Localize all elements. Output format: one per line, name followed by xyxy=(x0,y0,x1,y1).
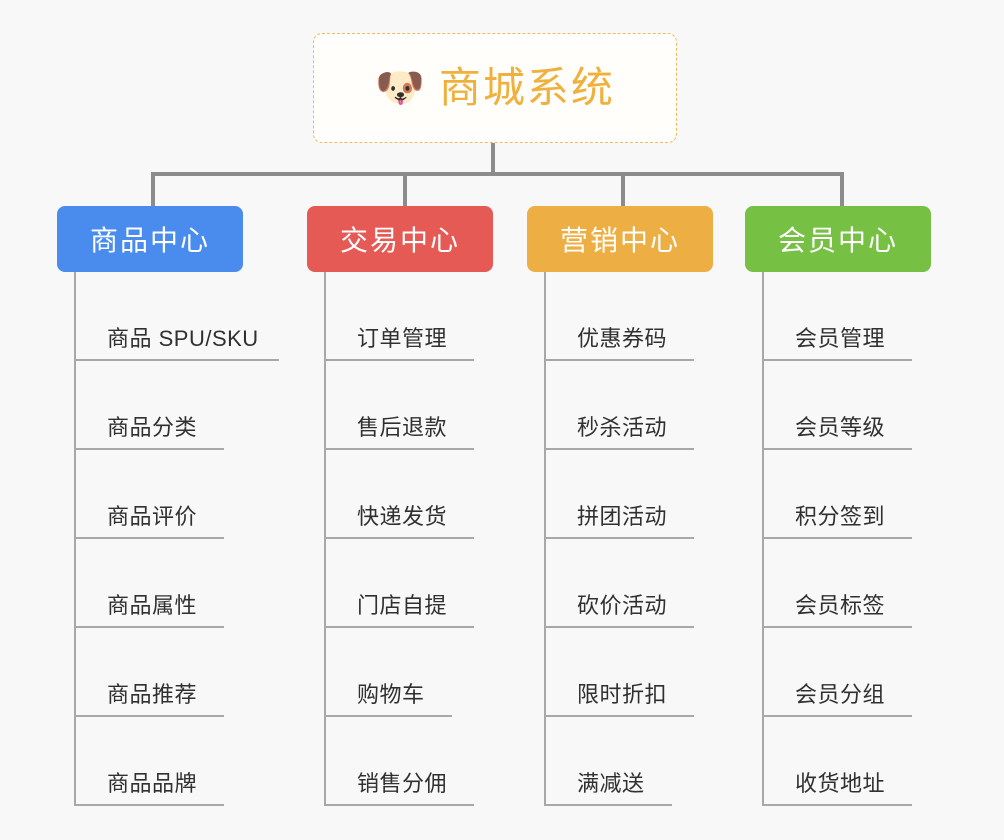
leaf-item[interactable]: 优惠券码 xyxy=(544,272,713,361)
leaf-item-underline xyxy=(74,359,279,361)
branch-column-1: 商品中心商品 SPU/SKU 商品分类商品评价商品属性商品推荐商品品牌 xyxy=(57,206,279,806)
leaf-item-label: 商品属性 xyxy=(107,593,198,618)
leaf-item-label: 销售分佣 xyxy=(357,771,448,796)
branch-header-2[interactable]: 交易中心 xyxy=(307,206,493,272)
leaf-item-label: 售后退款 xyxy=(357,415,448,440)
leaf-item[interactable]: 限时折扣 xyxy=(544,628,713,717)
branch-column-2: 交易中心订单管理售后退款快递发货门店自提购物车销售分佣 xyxy=(307,206,493,806)
leaf-list-1: 商品 SPU/SKU 商品分类商品评价商品属性商品推荐商品品牌 xyxy=(74,272,279,806)
leaf-item-label: 商品 SPU/SKU xyxy=(107,326,259,351)
leaf-item[interactable]: 收货地址 xyxy=(762,717,931,806)
leaf-item[interactable]: 商品属性 xyxy=(74,539,243,628)
leaf-item-underline xyxy=(544,359,694,361)
leaf-item[interactable]: 积分签到 xyxy=(762,450,931,539)
leaf-item-underline xyxy=(544,804,672,806)
leaf-item-label: 优惠券码 xyxy=(577,326,668,351)
leaf-item-underline xyxy=(324,359,474,361)
leaf-item[interactable]: 门店自提 xyxy=(324,539,493,628)
leaf-item-label: 秒杀活动 xyxy=(577,415,668,440)
leaf-list-4: 会员管理会员等级积分签到会员标签会员分组收货地址 xyxy=(762,272,931,806)
leaf-item-label: 快递发货 xyxy=(357,504,448,529)
leaf-item-underline xyxy=(324,537,474,539)
leaf-item-underline xyxy=(544,626,694,628)
leaf-item-label: 门店自提 xyxy=(357,593,448,618)
branch-header-1[interactable]: 商品中心 xyxy=(57,206,243,272)
leaf-item-label: 会员管理 xyxy=(795,326,886,351)
leaf-item-underline xyxy=(74,448,224,450)
leaf-item[interactable]: 满减送 xyxy=(544,717,713,806)
leaf-item-label: 限时折扣 xyxy=(577,682,668,707)
leaf-item-label: 商品分类 xyxy=(107,415,198,440)
branch-column-4: 会员中心会员管理会员等级积分签到会员标签会员分组收货地址 xyxy=(745,206,931,806)
leaf-item[interactable]: 会员管理 xyxy=(762,272,931,361)
branch-header-4[interactable]: 会员中心 xyxy=(745,206,931,272)
leaf-list-3: 优惠券码秒杀活动拼团活动砍价活动限时折扣满减送 xyxy=(544,272,713,806)
leaf-item-label: 满减送 xyxy=(577,771,645,796)
leaf-item[interactable]: 商品 SPU/SKU xyxy=(74,272,279,361)
leaf-item-underline xyxy=(74,804,224,806)
leaf-item[interactable]: 会员等级 xyxy=(762,361,931,450)
leaf-trunk-line-2 xyxy=(324,272,326,806)
leaf-item-underline xyxy=(762,537,912,539)
leaf-item-underline xyxy=(544,715,694,717)
leaf-item[interactable]: 售后退款 xyxy=(324,361,493,450)
leaf-item[interactable]: 拼团活动 xyxy=(544,450,713,539)
leaf-item-label: 会员标签 xyxy=(795,593,886,618)
leaf-item[interactable]: 砍价活动 xyxy=(544,539,713,628)
leaf-item[interactable]: 商品推荐 xyxy=(74,628,243,717)
leaf-item-label: 购物车 xyxy=(357,682,425,707)
leaf-item-label: 积分签到 xyxy=(795,504,886,529)
leaf-item[interactable]: 订单管理 xyxy=(324,272,493,361)
leaf-item[interactable]: 快递发货 xyxy=(324,450,493,539)
leaf-item[interactable]: 销售分佣 xyxy=(324,717,493,806)
leaf-item-underline xyxy=(762,715,912,717)
branch-drop-connector-3 xyxy=(621,172,625,206)
root-stem-connector xyxy=(491,143,495,174)
leaf-trunk-line-1 xyxy=(74,272,76,806)
leaf-item[interactable]: 会员标签 xyxy=(762,539,931,628)
leaf-item-underline xyxy=(762,626,912,628)
leaf-item[interactable]: 秒杀活动 xyxy=(544,361,713,450)
leaf-trunk-line-3 xyxy=(544,272,546,806)
branch-drop-connector-2 xyxy=(403,172,407,206)
root-title: 商城系统 xyxy=(438,64,615,111)
leaf-item-underline xyxy=(74,537,224,539)
leaf-item-underline xyxy=(762,448,912,450)
leaf-item-label: 收货地址 xyxy=(795,771,886,796)
leaf-item[interactable]: 会员分组 xyxy=(762,628,931,717)
leaf-item-label: 拼团活动 xyxy=(577,504,668,529)
leaf-item-label: 商品品牌 xyxy=(107,771,198,796)
branch-column-3: 营销中心优惠券码秒杀活动拼团活动砍价活动限时折扣满减送 xyxy=(527,206,713,806)
leaf-item-label: 订单管理 xyxy=(357,326,448,351)
root-node[interactable]: 🐶 商城系统 xyxy=(313,33,677,143)
leaf-item-underline xyxy=(324,715,452,717)
leaf-item-underline xyxy=(544,537,694,539)
leaf-item-underline xyxy=(762,804,912,806)
leaf-item[interactable]: 商品品牌 xyxy=(74,717,243,806)
leaf-item-underline xyxy=(74,626,224,628)
shiba-dog-icon: 🐶 xyxy=(375,66,425,110)
leaf-item[interactable]: 商品分类 xyxy=(74,361,243,450)
leaf-item-label: 会员等级 xyxy=(795,415,886,440)
leaf-item-underline xyxy=(324,448,474,450)
leaf-trunk-line-4 xyxy=(762,272,764,806)
leaf-item-underline xyxy=(324,626,474,628)
leaf-item-label: 砍价活动 xyxy=(577,593,668,618)
leaf-list-2: 订单管理售后退款快递发货门店自提购物车销售分佣 xyxy=(324,272,493,806)
leaf-item[interactable]: 购物车 xyxy=(324,628,493,717)
leaf-item-underline xyxy=(544,448,694,450)
leaf-item-underline xyxy=(762,359,912,361)
leaf-item-label: 商品推荐 xyxy=(107,682,198,707)
leaf-item-underline xyxy=(324,804,474,806)
branch-drop-connector-1 xyxy=(151,172,155,206)
leaf-item-label: 商品评价 xyxy=(107,504,198,529)
leaf-item-underline xyxy=(74,715,224,717)
leaf-item-label: 会员分组 xyxy=(795,682,886,707)
branch-bus-connector xyxy=(151,172,844,176)
branch-drop-connector-4 xyxy=(840,172,844,206)
branch-header-3[interactable]: 营销中心 xyxy=(527,206,713,272)
leaf-item[interactable]: 商品评价 xyxy=(74,450,243,539)
